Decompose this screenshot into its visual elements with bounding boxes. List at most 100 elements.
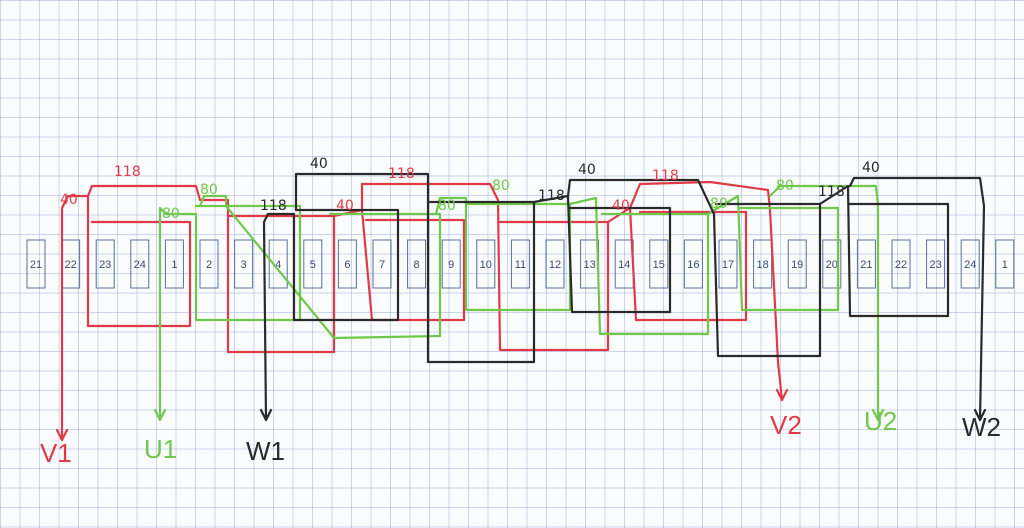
slot-number: 8 xyxy=(414,259,420,271)
coil-v-1 xyxy=(60,194,192,442)
terminal-v1: V1 xyxy=(40,438,72,468)
slot-box xyxy=(856,239,876,289)
slot-box xyxy=(268,239,288,289)
slot-number: 1 xyxy=(1002,259,1008,271)
turns-v4: 118 xyxy=(388,166,415,182)
coil-w-1 xyxy=(262,208,400,422)
terminal-arrowhead xyxy=(55,428,69,442)
turns-w4: 40 xyxy=(578,162,596,178)
slot-number: 5 xyxy=(310,259,316,271)
slot-number: 13 xyxy=(583,259,595,271)
slot-number: 17 xyxy=(722,259,734,271)
terminal-w1: W1 xyxy=(246,436,285,466)
turns-v3: 40 xyxy=(336,198,354,214)
slot-box xyxy=(337,239,357,289)
turns-u4: 80 xyxy=(492,178,510,194)
slot-number: 21 xyxy=(30,259,42,271)
slot-number: 14 xyxy=(618,259,630,271)
turns-u3: 80 xyxy=(438,198,456,214)
slot-box xyxy=(891,239,911,289)
slot-number: 1 xyxy=(171,259,177,271)
slot-number: 6 xyxy=(344,259,350,271)
slot-number: 4 xyxy=(275,259,281,271)
slot-box xyxy=(130,239,150,289)
slot-box xyxy=(753,239,773,289)
slot-box xyxy=(407,239,427,289)
slot-box xyxy=(683,239,703,289)
terminal-arrowhead xyxy=(153,408,167,422)
phase-v-winding xyxy=(60,180,784,442)
slot-number: 19 xyxy=(791,259,803,271)
slot-number: 23 xyxy=(99,259,111,271)
slot-box xyxy=(960,239,980,289)
slot-box xyxy=(95,239,115,289)
slot-box xyxy=(545,239,565,289)
terminal-arrowhead xyxy=(259,408,273,422)
terminal-u1: U1 xyxy=(144,434,177,464)
coil-v-6 xyxy=(628,180,784,402)
turns-u1: 80 xyxy=(162,206,180,222)
terminal-arrows xyxy=(55,388,987,442)
terminal-arrowhead xyxy=(775,388,789,402)
coil-u-3 xyxy=(434,196,572,312)
slot-number: 16 xyxy=(687,259,699,271)
turns-v5: 40 xyxy=(612,198,630,214)
terminal-labels: V1 U1 W1 V2 U2 W2 xyxy=(40,406,1001,468)
slot-number: 3 xyxy=(241,259,247,271)
coil-u-4 xyxy=(568,196,710,336)
coil-u-1 xyxy=(158,204,302,422)
slot-box xyxy=(303,239,323,289)
slot-number: 24 xyxy=(964,259,976,271)
slot-number: 9 xyxy=(448,259,454,271)
slot-box xyxy=(787,239,807,289)
coil-u-5 xyxy=(706,194,840,312)
coil-w-5 xyxy=(818,184,950,318)
phase-u-winding xyxy=(158,184,880,422)
terminal-arrowhead xyxy=(973,408,987,422)
turns-w6: 40 xyxy=(862,160,880,176)
slot-number: 22 xyxy=(64,259,76,271)
slot-box xyxy=(26,239,46,289)
turns-u6: 80 xyxy=(776,178,794,194)
slot-number: 22 xyxy=(895,259,907,271)
slot-number: 20 xyxy=(826,259,838,271)
slot-number: 21 xyxy=(860,259,872,271)
slot-number: 23 xyxy=(929,259,941,271)
slot-box xyxy=(372,239,392,289)
slot-box xyxy=(441,239,461,289)
coil-v-5 xyxy=(606,206,748,322)
slot-box xyxy=(649,239,669,289)
phase-w-winding xyxy=(262,172,986,422)
coil-u-2 xyxy=(198,194,442,340)
turns-w3: 118 xyxy=(538,188,565,204)
slot-box xyxy=(926,239,946,289)
coil-v-2 xyxy=(86,184,336,354)
coil-w-3 xyxy=(532,194,672,314)
slot-box xyxy=(476,239,496,289)
slot-box xyxy=(995,239,1015,289)
slot-box xyxy=(510,239,530,289)
terminal-w2: W2 xyxy=(962,412,1001,442)
slot-number: 24 xyxy=(134,259,146,271)
slot-number: 10 xyxy=(480,259,492,271)
turns-u2: 80 xyxy=(200,182,218,198)
coil-v-4 xyxy=(360,182,610,352)
slot-number: 18 xyxy=(756,259,768,271)
turns-w1: 118 xyxy=(260,198,287,214)
turns-v2: 118 xyxy=(114,164,141,180)
turns-v6: 118 xyxy=(652,168,679,184)
slot-number: 11 xyxy=(515,259,526,271)
turns-w5: 118 xyxy=(818,184,845,200)
coil-w-6 xyxy=(848,176,986,422)
slot-number: 7 xyxy=(379,259,385,271)
coil-w-4 xyxy=(566,178,822,358)
turns-w2: 40 xyxy=(310,156,328,172)
slot-number: 2 xyxy=(206,259,212,271)
slot-box xyxy=(234,239,254,289)
slot-box xyxy=(718,239,738,289)
turns-v1: 40 xyxy=(60,192,78,208)
turn-labels: 40 118 40 118 40 118 80 80 80 80 80 80 1… xyxy=(60,156,880,222)
